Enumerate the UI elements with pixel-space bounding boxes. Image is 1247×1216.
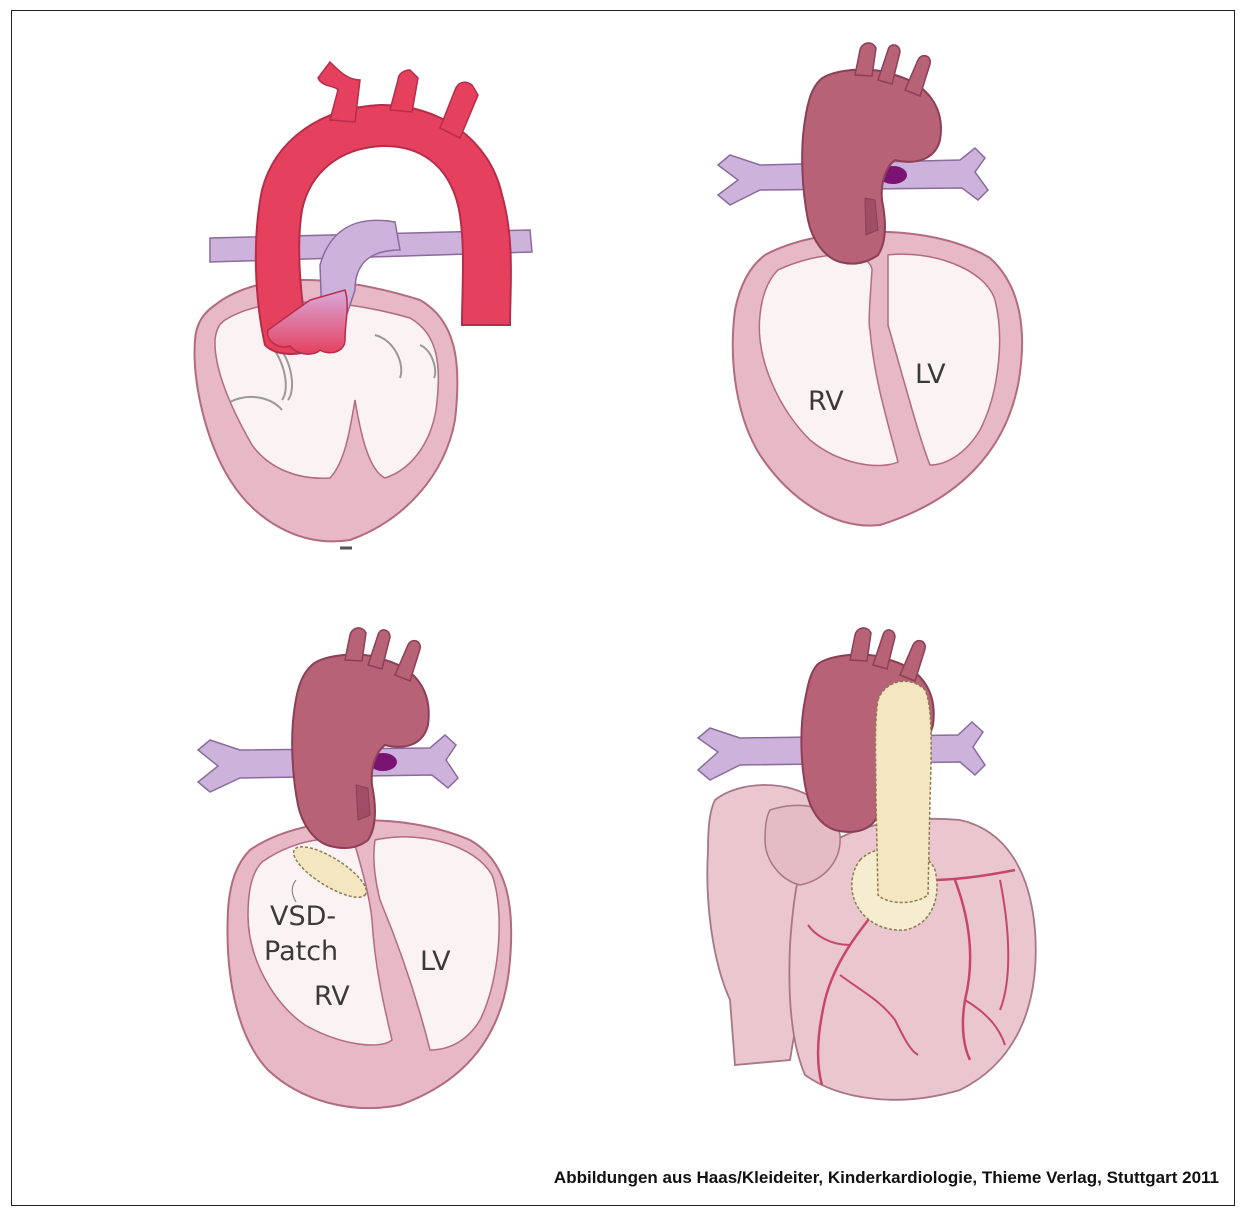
panel-switch-cavities: RV LV xyxy=(718,43,1022,526)
vsd-label-line1: VSD- xyxy=(270,901,336,932)
brachiocephalic-branch xyxy=(318,62,360,122)
head-vessel xyxy=(855,43,876,76)
aortic-root xyxy=(356,785,370,820)
lv-label: LV xyxy=(915,359,946,390)
lv-label: LV xyxy=(420,946,451,977)
panel-vsd-patch: VSD- Patch RV LV xyxy=(198,628,511,1108)
head-vessel xyxy=(905,56,930,96)
rv-label: RV xyxy=(314,981,350,1012)
subclavian-branch xyxy=(440,82,478,138)
pulmonary-conduit xyxy=(876,681,932,902)
rv-label: RV xyxy=(808,386,844,417)
panel-tga xyxy=(195,62,532,548)
head-vessel xyxy=(850,628,871,661)
carotid-branch xyxy=(390,70,418,112)
vsd-label-line2: Patch xyxy=(264,936,338,967)
figure-caption: Abbildungen aus Haas/Kleideiter, Kinderk… xyxy=(554,1168,1219,1188)
head-vessel xyxy=(900,641,925,681)
head-vessel xyxy=(345,628,366,661)
head-vessel xyxy=(395,641,420,681)
panel-external-view xyxy=(698,628,1036,1100)
